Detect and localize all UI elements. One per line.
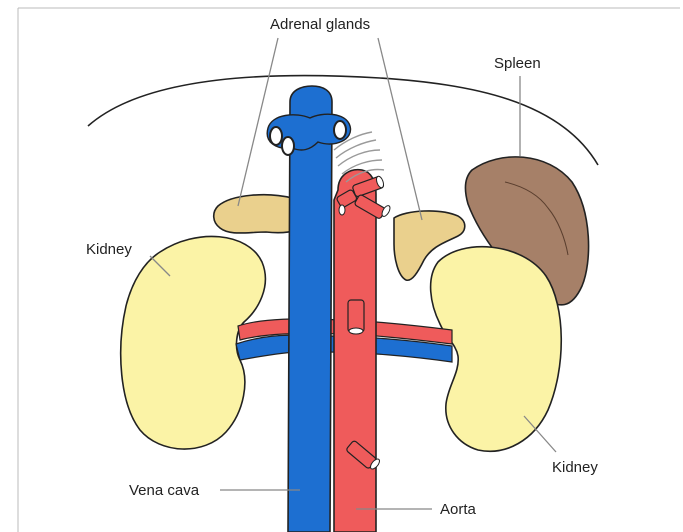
adrenal-leader-right <box>378 38 422 220</box>
kidney-left-label: Kidney <box>86 241 132 258</box>
aorta-label: Aorta <box>440 501 477 518</box>
hepatic-vein-opening-left-2 <box>282 137 294 155</box>
spleen-label: Spleen <box>494 55 541 72</box>
hepatic-vein-opening-right <box>334 121 346 139</box>
adrenal-glands-label: Adrenal glands <box>270 16 370 33</box>
hepatic-veins <box>267 114 350 155</box>
hepatic-vein-opening-left-1 <box>270 127 282 145</box>
vena-cava-label: Vena cava <box>129 482 200 499</box>
superior-mesenteric-artery-stub <box>348 300 364 334</box>
vena-cava-vessel <box>288 86 332 532</box>
aorta-vessel <box>334 170 376 532</box>
kidney-right-label: Kidney <box>552 459 598 476</box>
